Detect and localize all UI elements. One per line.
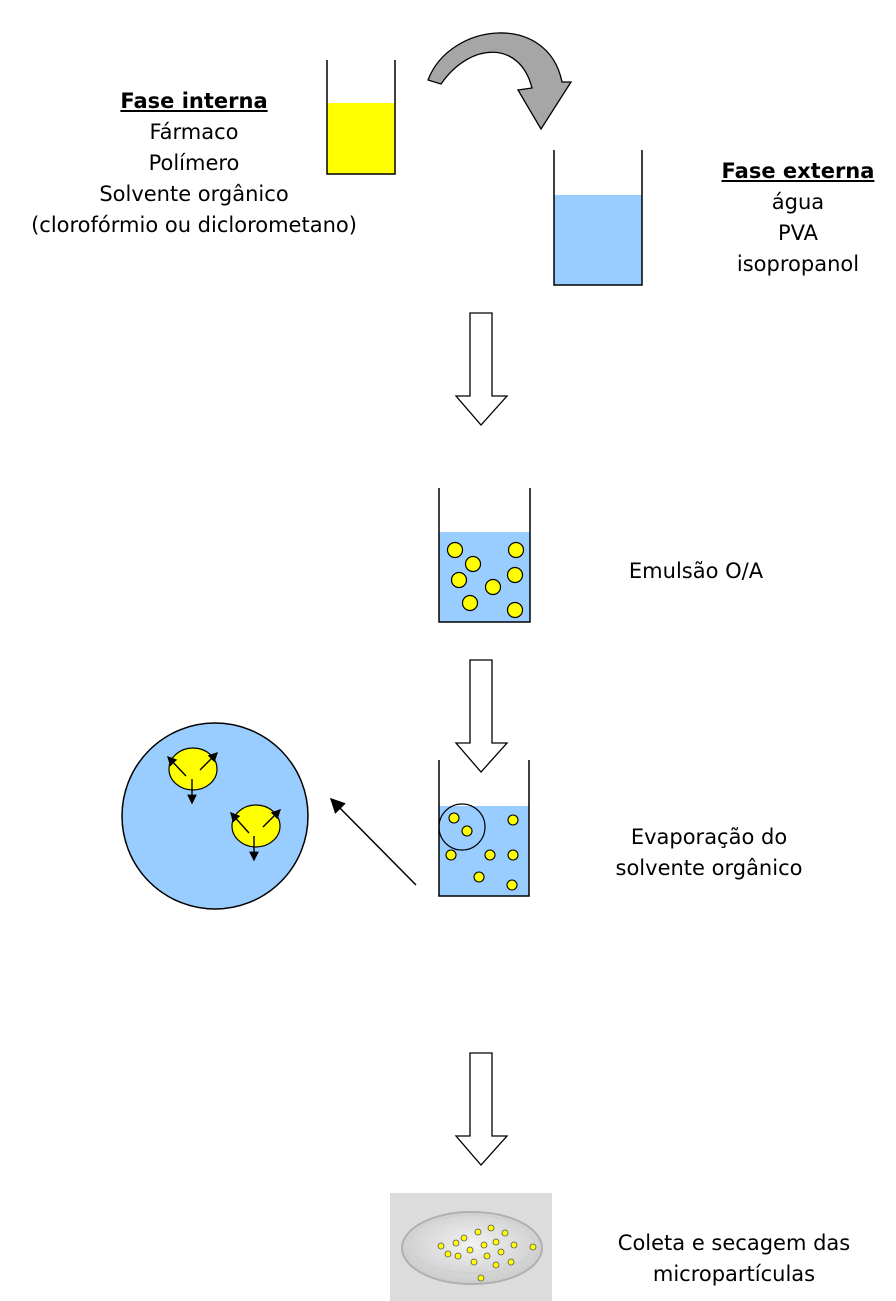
evaporating-droplet-2 — [231, 804, 281, 848]
magnified-view — [121, 722, 309, 910]
internal-phase-item-solvent-examples: (clorofórmio ou diclorometano) — [31, 213, 357, 237]
dried-microparticles — [437, 1224, 537, 1282]
internal-phase-item-drug: Fármaco — [149, 120, 239, 144]
external-phase-label: Fase externa água PVA isopropanol — [700, 156, 896, 280]
evaporation-line-2: solvente orgânico — [615, 856, 803, 880]
transfer-arrow — [427, 32, 573, 131]
emulsion-droplets — [446, 541, 525, 619]
collection-line-2: micropartículas — [652, 1262, 816, 1286]
petri-dish-image — [390, 1193, 552, 1301]
evaporation-line-1: Evaporação do — [630, 825, 788, 849]
collection-line-1: Coleta e secagem das — [617, 1231, 851, 1255]
internal-phase-title: Fase interna — [120, 89, 268, 113]
external-phase-liquid — [554, 195, 642, 285]
internal-phase-item-polymer: Polímero — [148, 151, 240, 175]
down-arrow-2 — [454, 659, 509, 773]
internal-phase-item-solvent: Solvente orgânico — [99, 182, 289, 206]
evaporation-beaker — [438, 760, 530, 897]
down-arrow-3 — [454, 1052, 509, 1166]
down-arrow-1 — [454, 312, 509, 426]
internal-phase-label: Fase interna Fármaco Polímero Solvente o… — [6, 86, 382, 241]
external-phase-beaker — [553, 150, 643, 286]
internal-phase-liquid — [327, 103, 395, 174]
emulsion-beaker — [438, 488, 531, 623]
evaporation-droplets — [445, 812, 519, 891]
internal-phase-beaker — [326, 60, 396, 175]
external-phase-item-water: água — [771, 190, 825, 214]
zoom-circle — [438, 803, 486, 851]
external-phase-title: Fase externa — [721, 159, 875, 183]
evaporating-droplet-1 — [168, 747, 218, 791]
zoom-pointer-arrow — [329, 797, 417, 886]
emulsion-label: Emulsão O/A — [628, 559, 764, 583]
external-phase-item-isopropanol: isopropanol — [736, 252, 860, 276]
collection-label: Coleta e secagem das micropartículas — [584, 1228, 884, 1290]
external-phase-item-pva: PVA — [777, 221, 819, 245]
evaporation-label: Evaporação do solvente orgânico — [594, 822, 824, 884]
